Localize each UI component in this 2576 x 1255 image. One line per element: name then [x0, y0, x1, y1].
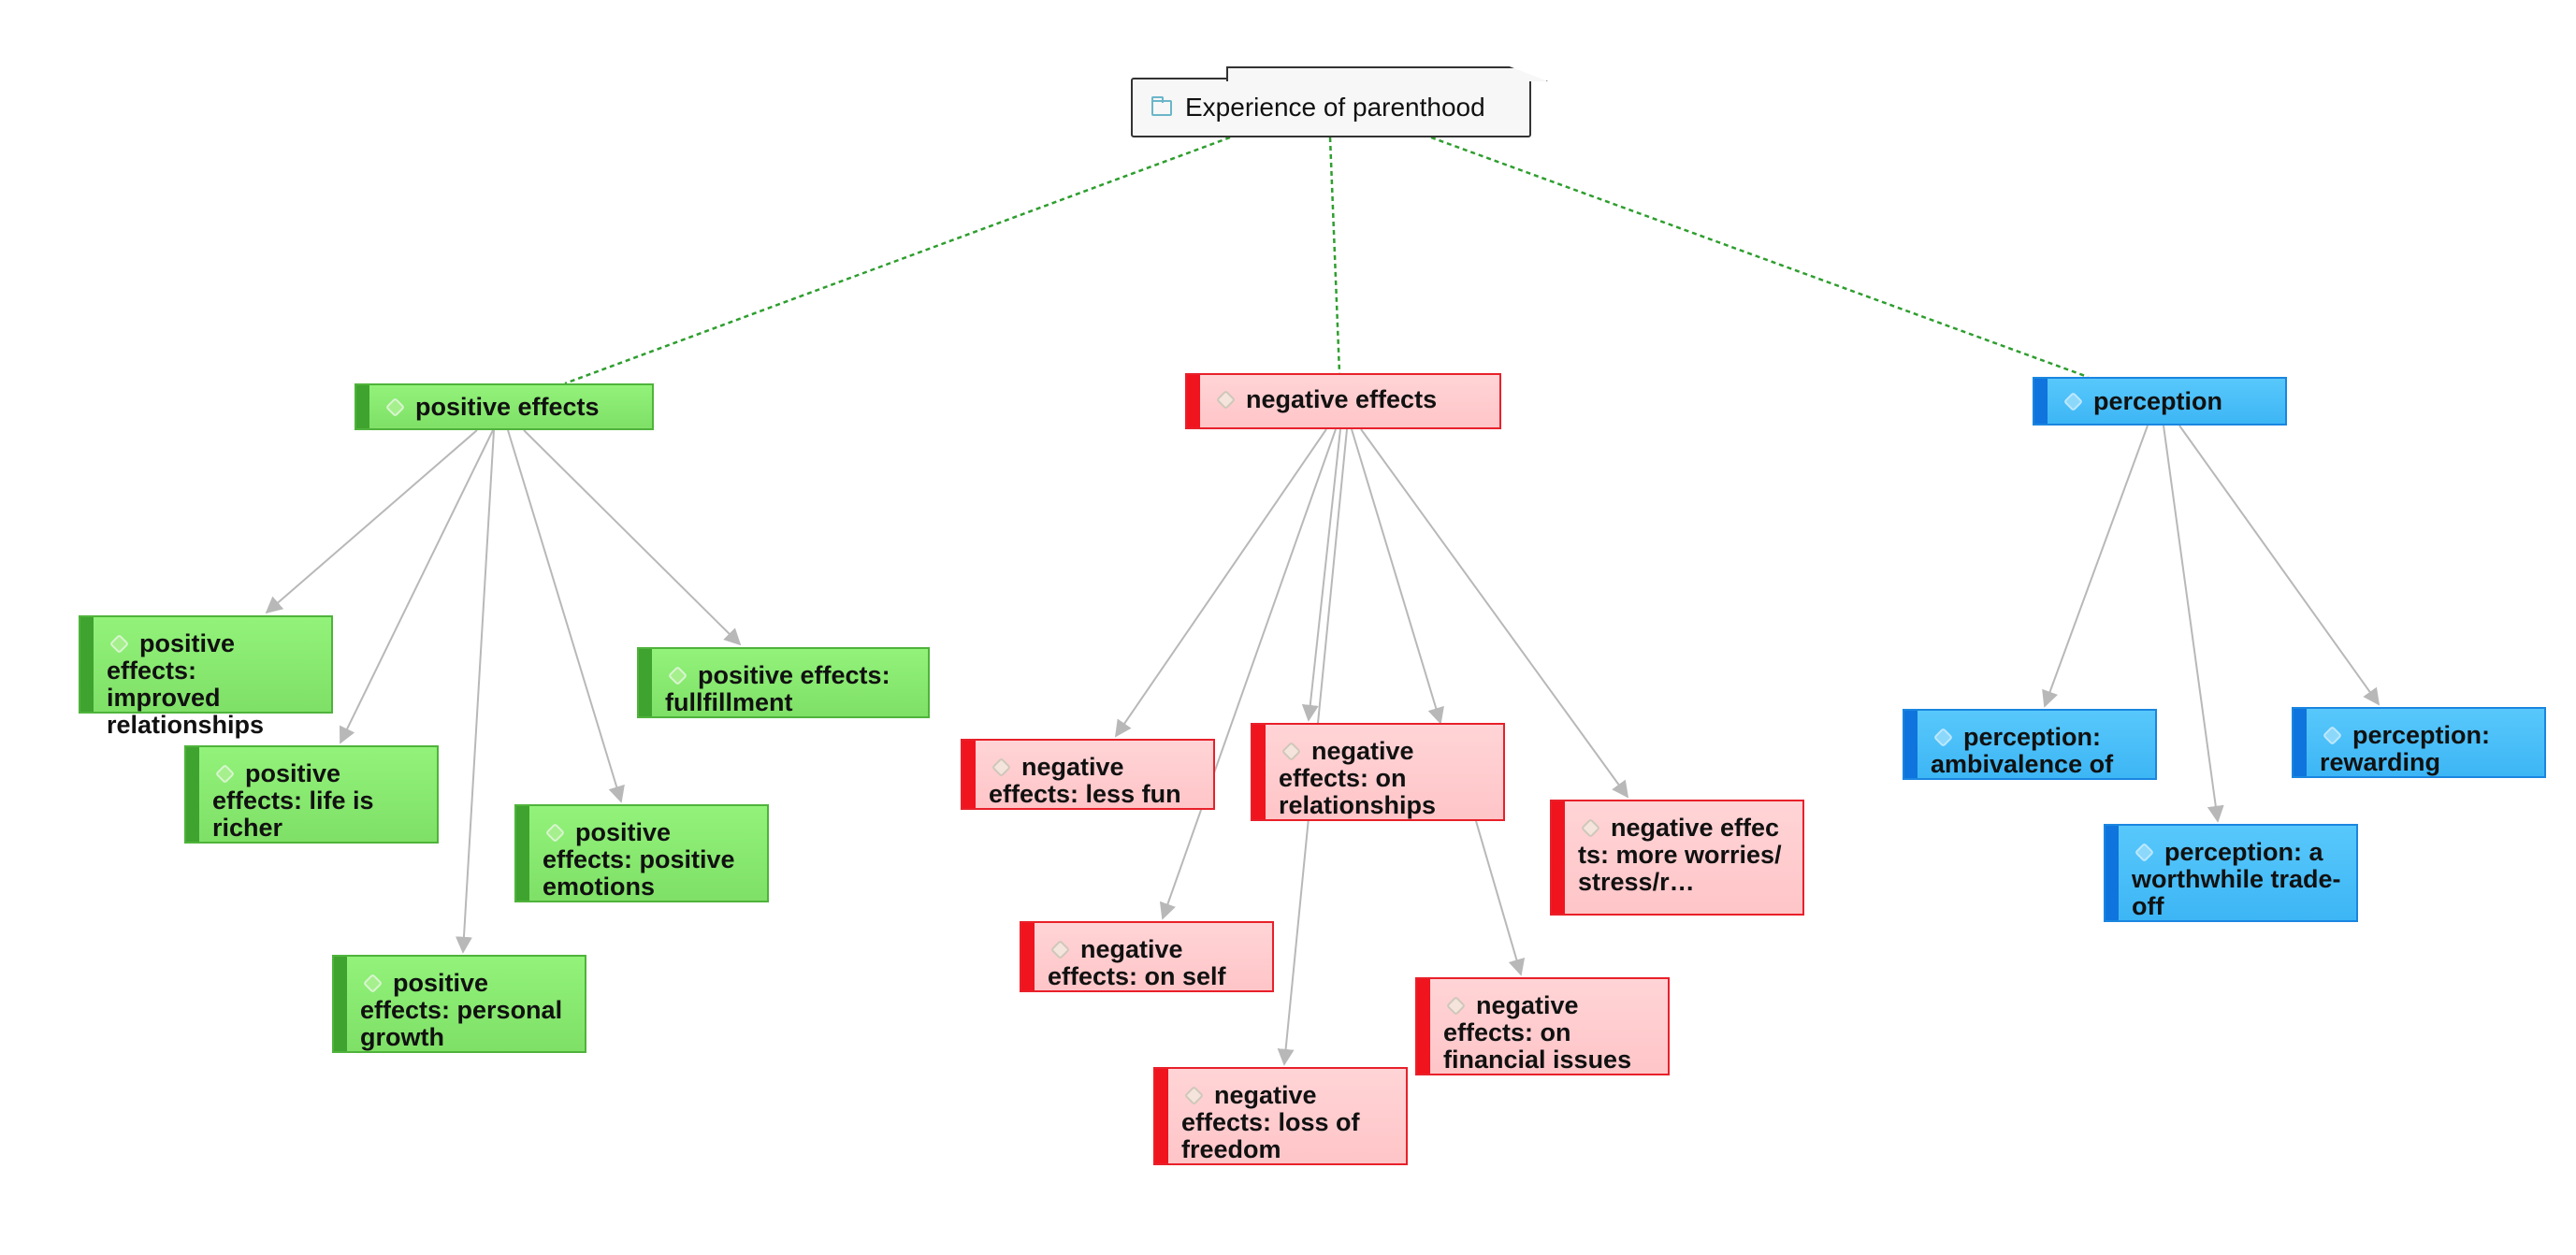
code-node-more-worries[interactable]: negative effects: more worries/stress/r…	[1550, 800, 1804, 916]
code-color-bar	[334, 957, 347, 1051]
child-link-arrow	[2163, 425, 2224, 823]
category-node-negative-effects[interactable]: negative effects	[1185, 373, 1501, 429]
code-diamond-icon	[2134, 842, 2155, 863]
folder-icon	[1151, 95, 1172, 116]
code-diamond-icon	[1049, 939, 1071, 960]
code-node-positive-emotions[interactable]: positive effects: positive emotions	[514, 804, 769, 902]
root-node[interactable]: Experience of parenthood	[1131, 66, 1548, 137]
root-link	[1328, 137, 1341, 374]
category-color-bar	[1187, 375, 1200, 427]
code-label: positive effects: personal growth	[360, 969, 563, 1051]
code-label: perception: rewarding	[2320, 721, 2491, 776]
category-label: positive effects	[415, 393, 600, 421]
code-node-ambivalence-of[interactable]: perception: ambivalence of	[1903, 709, 2157, 780]
code-color-bar	[186, 747, 199, 842]
code-node-on-self[interactable]: negative effects: on self	[1020, 921, 1274, 992]
code-diamond-icon	[1281, 741, 1302, 762]
code-diamond-icon	[1445, 995, 1467, 1017]
code-color-bar	[516, 806, 529, 901]
child-link-arrow	[455, 429, 495, 954]
code-diamond-icon	[2322, 725, 2343, 746]
code-node-improved-relationships[interactable]: positive effects: improved relationships	[79, 615, 333, 739]
code-label: negative effects: more worries/stress/r…	[1578, 814, 1782, 896]
code-label: negative effects: on financial issues	[1443, 991, 1632, 1074]
child-link-arrow	[1114, 428, 1327, 738]
code-diamond-icon	[109, 633, 130, 655]
code-color-bar	[639, 649, 652, 716]
child-link-arrow	[1159, 428, 1337, 920]
category-label: negative effects	[1246, 385, 1438, 413]
code-node-fullfillment[interactable]: positive effects: fullfillment	[637, 647, 930, 718]
code-label: positive effects: positive emotions	[543, 818, 735, 901]
code-node-worthwhile-trade-off[interactable]: perception: a worthwhile trade-off	[2104, 824, 2358, 922]
code-diamond-icon	[1215, 389, 1237, 411]
code-diamond-icon	[544, 822, 566, 844]
code-color-bar	[962, 741, 976, 808]
code-color-bar	[2294, 709, 2307, 776]
code-label: positive effects: life is richer	[212, 759, 374, 842]
code-node-on-financial-issues[interactable]: negative effects: on financial issues	[1415, 977, 1670, 1075]
code-diamond-icon	[214, 763, 236, 785]
code-node-life-is-richer[interactable]: positive effects: life is richer	[184, 745, 439, 844]
child-link-arrow	[523, 429, 742, 646]
code-diamond-icon	[2062, 391, 2084, 412]
child-links	[265, 425, 2381, 1066]
code-color-bar	[2106, 826, 2119, 920]
code-diamond-icon	[991, 757, 1012, 778]
code-label: negative effects: less fun	[989, 753, 1181, 808]
child-link-arrow	[340, 429, 494, 744]
code-diamond-icon	[1183, 1085, 1205, 1106]
code-color-bar	[1417, 979, 1430, 1074]
child-link-arrow	[2042, 425, 2149, 708]
child-link-arrow	[265, 429, 478, 614]
category-node-positive-effects[interactable]: positive effects	[355, 383, 654, 430]
code-color-bar	[80, 617, 94, 712]
category-node-perception[interactable]: perception	[2033, 377, 2287, 426]
child-link-arrow	[1360, 428, 1629, 799]
code-color-bar	[1021, 923, 1035, 990]
code-label: negative effects: on self	[1048, 935, 1226, 990]
code-label: perception: ambivalence of	[1931, 723, 2114, 778]
code-node-rewarding[interactable]: perception: rewarding	[2292, 707, 2546, 778]
child-link-arrow	[1351, 428, 1444, 725]
child-link-arrow	[507, 429, 625, 803]
code-color-bar	[1252, 725, 1266, 819]
category-label: perception	[2093, 387, 2223, 415]
code-diamond-icon	[362, 973, 384, 994]
code-diamond-icon	[384, 397, 406, 418]
code-color-bar	[1155, 1069, 1168, 1163]
root-node-label: Experience of parenthood	[1185, 93, 1485, 122]
child-link-arrow	[1475, 820, 1526, 976]
category-color-bar	[2034, 379, 2048, 424]
code-node-less-fun[interactable]: negative effects: less fun	[961, 739, 1215, 810]
code-label: negative effects: on relationships	[1279, 737, 1437, 819]
code-label: negative effects: loss of freedom	[1181, 1081, 1360, 1163]
code-color-bar	[1552, 801, 1565, 914]
code-node-on-relationships[interactable]: negative effects: on relationships	[1251, 723, 1505, 821]
code-node-loss-of-freedom[interactable]: negative effects: loss of freedom	[1153, 1067, 1408, 1165]
category-color-bar	[356, 385, 369, 428]
code-diamond-icon	[1932, 727, 1954, 748]
child-link-arrow	[2178, 425, 2381, 706]
code-diamond-icon	[667, 665, 688, 686]
code-label: perception: a worthwhile trade-off	[2132, 838, 2341, 920]
root-link	[1430, 136, 2089, 379]
code-label: positive effects: improved relationships	[107, 629, 265, 739]
code-label: positive effects: fullfillment	[665, 661, 890, 716]
code-color-bar	[1904, 711, 1918, 778]
code-node-personal-growth[interactable]: positive effects: personal growth	[332, 955, 586, 1053]
child-link-arrow	[1301, 428, 1341, 722]
code-diamond-icon	[1580, 817, 1601, 839]
root-links	[564, 136, 2089, 385]
root-link	[564, 136, 1231, 385]
root-node-tab	[1226, 66, 1548, 81]
